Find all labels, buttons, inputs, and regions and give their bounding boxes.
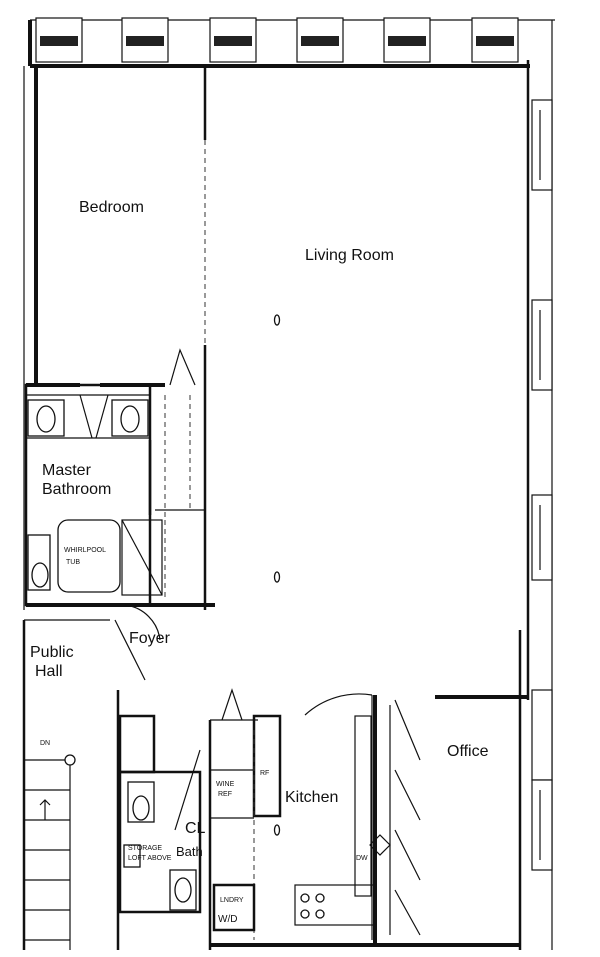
hallway bbox=[155, 345, 207, 610]
label-washer-dryer: W/D bbox=[218, 914, 237, 925]
label-bedroom: Bedroom bbox=[79, 199, 144, 216]
column-marker-icon bbox=[273, 314, 281, 326]
label-wine-2: REF bbox=[218, 791, 232, 798]
label-foyer: Foyer bbox=[129, 630, 171, 647]
label-office: Office bbox=[447, 743, 489, 760]
label-kitchen: Kitchen bbox=[285, 789, 338, 806]
stairs bbox=[24, 754, 76, 950]
label-closet: CL bbox=[185, 820, 206, 837]
label-dishwasher: DW bbox=[356, 855, 368, 862]
label-laundry: LNDRY bbox=[220, 897, 244, 904]
label-whirlpool-2: TUB bbox=[66, 559, 80, 566]
label-public-hall-2: Hall bbox=[35, 663, 63, 680]
master-bathroom-walls bbox=[24, 383, 215, 607]
label-storage-1: STORAGE bbox=[128, 845, 162, 852]
top-wall bbox=[28, 17, 555, 68]
right-wall bbox=[518, 20, 553, 950]
label-stair-dn: DN bbox=[40, 740, 50, 747]
label-bath: Bath bbox=[176, 844, 203, 859]
label-living-room: Living Room bbox=[305, 247, 394, 264]
foyer-hall bbox=[22, 604, 161, 950]
label-master-bathroom-1: Master bbox=[42, 462, 92, 479]
column-marker-icon bbox=[273, 571, 281, 583]
bath-block bbox=[118, 714, 202, 914]
kitchen-walls bbox=[208, 688, 520, 950]
label-master-bathroom-2: Bathroom bbox=[42, 481, 111, 498]
label-whirlpool-1: WHIRLPOOL bbox=[64, 547, 106, 554]
column-marker-icon bbox=[273, 824, 281, 836]
office-walls bbox=[369, 695, 528, 945]
label-refrigerator: RF bbox=[260, 770, 269, 777]
label-public-hall-1: Public bbox=[30, 644, 74, 661]
label-storage-2: LOFT ABOVE bbox=[128, 855, 172, 862]
label-wine-1: WINE bbox=[216, 781, 235, 788]
